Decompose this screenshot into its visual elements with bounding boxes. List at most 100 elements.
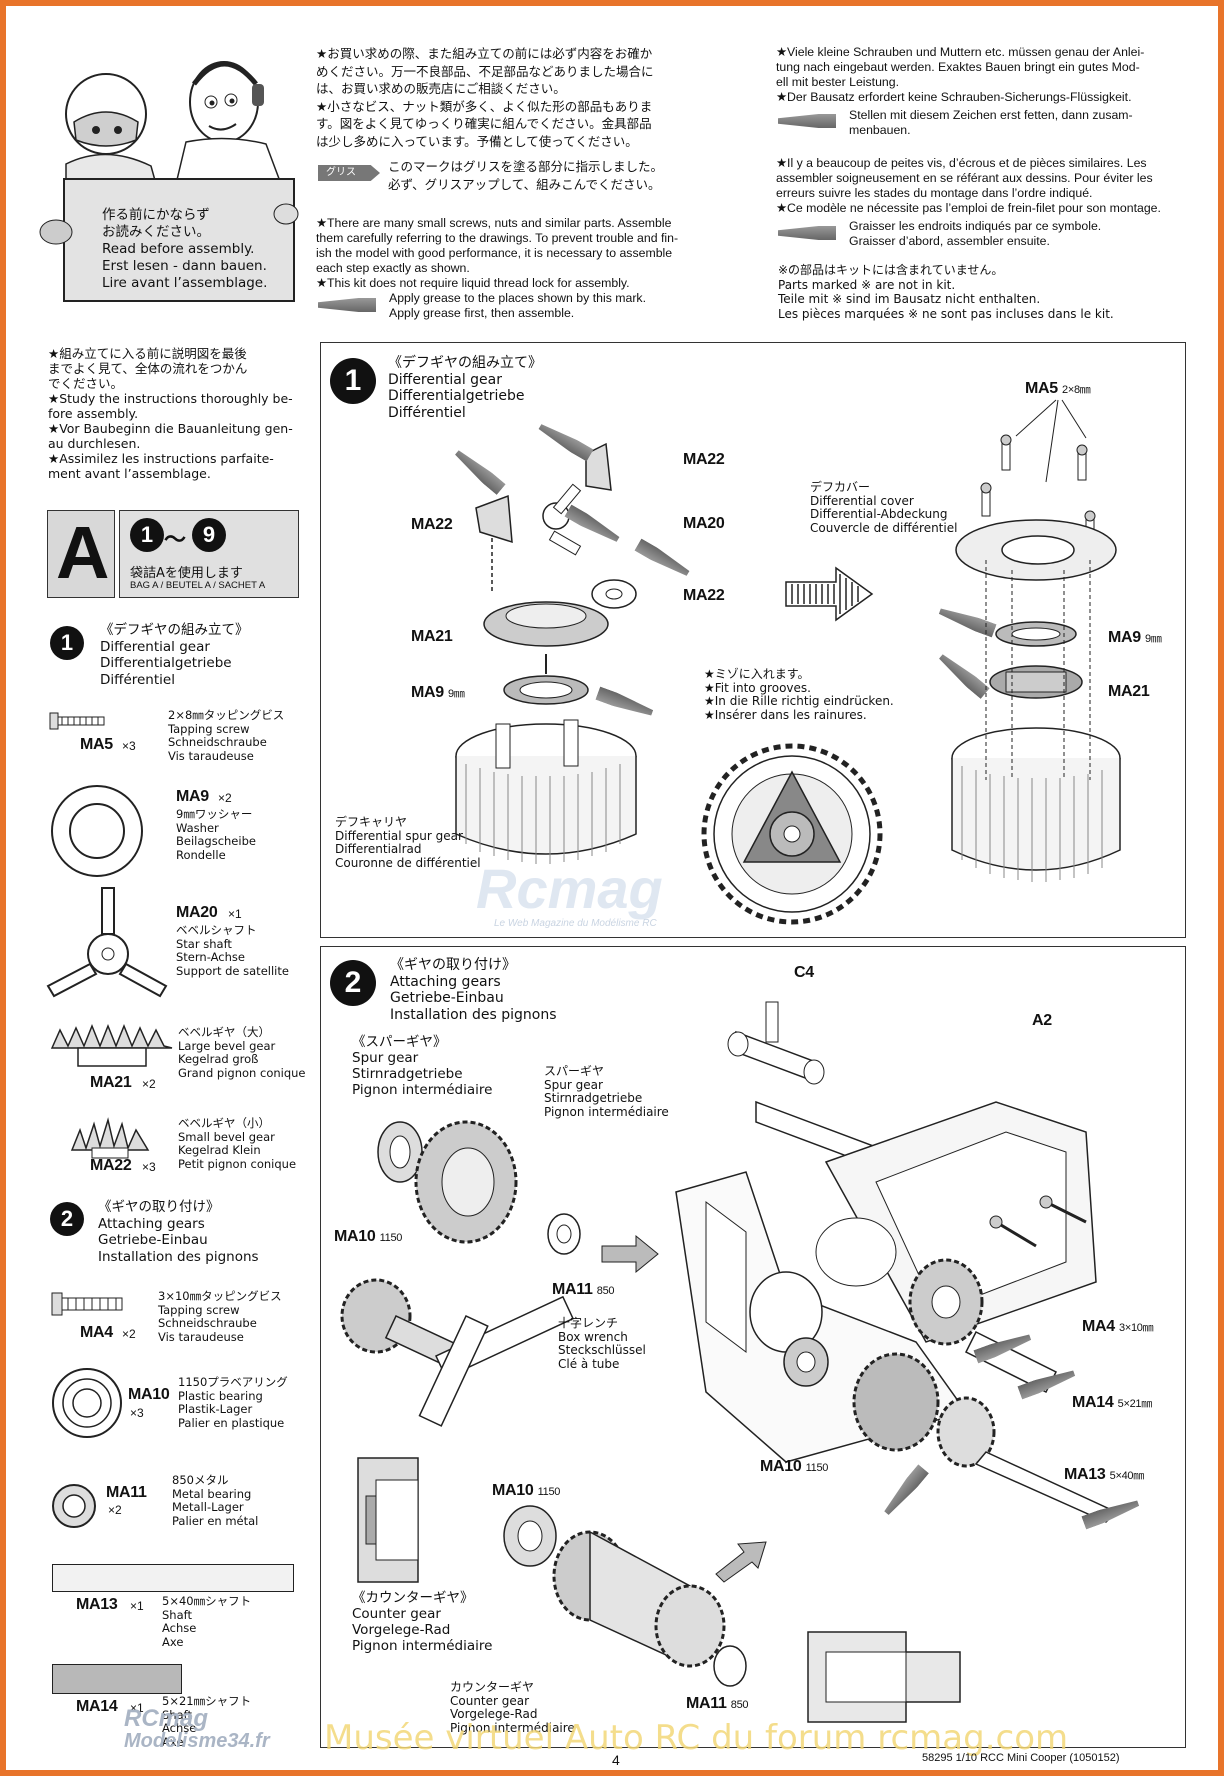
rcmag-logo: RCmag bbox=[124, 1705, 209, 1732]
part-label-ma9: MA9 9㎜ bbox=[411, 684, 465, 702]
part-qty: ×2 bbox=[122, 1327, 136, 1341]
part-qty: ×3 bbox=[142, 1160, 156, 1174]
part-code: MA21 bbox=[90, 1074, 132, 1091]
label-code: MA10 bbox=[760, 1458, 802, 1475]
part-label-ma10: MA10 1150 bbox=[492, 1482, 560, 1500]
label-size: 3×10㎜ bbox=[1119, 1322, 1154, 1334]
part-label-ma22: MA22 bbox=[411, 516, 453, 533]
part-code: MA22 bbox=[90, 1157, 132, 1174]
part-qty: ×3 bbox=[130, 1406, 144, 1420]
part-qty: ×2 bbox=[142, 1077, 156, 1091]
part-qty: ×3 bbox=[122, 739, 136, 753]
part-qty: ×1 bbox=[130, 1701, 144, 1715]
label-code: MA14 bbox=[1072, 1394, 1114, 1411]
part-label-ma21: MA21 bbox=[1108, 683, 1150, 700]
differential-cover-label: デフカバー Differential cover Differential-Ab… bbox=[810, 480, 958, 535]
part-label-ma10: MA10 1150 bbox=[760, 1458, 828, 1476]
german-grease-note: Stellen mit diesem Zeichen erst fetten, … bbox=[849, 108, 1133, 137]
part-desc: 3×10㎜タッピングビス Tapping screw Schneidschrau… bbox=[158, 1289, 282, 1344]
sidebar-step2-number: 2 bbox=[50, 1202, 84, 1236]
grease-icon bbox=[778, 114, 836, 128]
part-qty: ×1 bbox=[228, 907, 242, 921]
part-qty: ×2 bbox=[108, 1503, 122, 1517]
parts-not-in-kit-note: ※の部品はキットには含まれていません。 Parts marked ※ are n… bbox=[778, 263, 1114, 321]
part-desc: 850メタル Metal bearing Metall-Lager Palier… bbox=[172, 1473, 259, 1528]
part-qty: ×2 bbox=[218, 791, 232, 805]
label-size: 1150 bbox=[537, 1486, 561, 1498]
counter-gear-housing-drawing bbox=[357, 1457, 419, 1583]
part-desc: ベベルギヤ（小） Small bevel gear Kegelrad Klein… bbox=[178, 1116, 297, 1171]
grease-icon bbox=[778, 226, 836, 240]
part-label-ma11: MA11 850 bbox=[552, 1281, 615, 1299]
bag-label-en: BAG A / BEUTEL A / SACHET A bbox=[130, 580, 266, 591]
bag-step-to: 9 bbox=[192, 518, 226, 552]
part-label-c4: C4 bbox=[794, 964, 814, 981]
part-qty: ×1 bbox=[130, 1599, 144, 1613]
label-code: MA10 bbox=[492, 1482, 534, 1499]
part-label-ma9: MA9 9㎜ bbox=[1108, 629, 1162, 647]
step2-panel bbox=[320, 946, 1186, 1748]
french-grease-note: Graisser les endroits indiqués par ce sy… bbox=[849, 219, 1102, 248]
spur-gear-heading: 《スパーギヤ》 Spur gear Stirnradgetriebe Pigno… bbox=[352, 1034, 493, 1098]
part-code: MA11 bbox=[106, 1484, 147, 1501]
metal-bearing-icon bbox=[52, 1484, 96, 1528]
part-label-ma20: MA20 bbox=[683, 515, 725, 532]
arrow-up-right-icon bbox=[715, 1541, 767, 1583]
label-code: MA5 bbox=[1025, 380, 1058, 397]
label-code: MA11 bbox=[552, 1281, 593, 1298]
rcmag-watermark-subtitle: Le Web Magazine du Modélisme RC bbox=[494, 918, 657, 929]
step1-title: 《デフギヤの組み立て》 Differential gear Differenti… bbox=[388, 355, 542, 421]
part-label-ma5: MA5 2×8㎜ bbox=[1025, 380, 1091, 398]
spur-gear-top-view bbox=[701, 743, 883, 925]
bag-step-tilde: ～ bbox=[164, 528, 187, 553]
sidebar-step2-title: 《ギヤの取り付け》 Attaching gears Getriebe-Einba… bbox=[98, 1199, 259, 1265]
arrow-right-icon bbox=[601, 1234, 659, 1274]
step1-number: 1 bbox=[330, 358, 376, 404]
shaft-21mm-icon bbox=[52, 1664, 182, 1694]
label-size: 1150 bbox=[805, 1462, 829, 1474]
differential-exploded-drawing bbox=[455, 442, 637, 864]
label-code: MA10 bbox=[334, 1228, 376, 1245]
counter-gear-drawing bbox=[503, 1505, 747, 1687]
grease-icon bbox=[318, 298, 376, 312]
part-code: MA20 bbox=[176, 904, 218, 921]
museum-watermark: Musée virtuel Auto RC du forum rcmag.com bbox=[324, 1718, 1069, 1758]
label-code: MA9 bbox=[411, 684, 444, 701]
part-desc: 1150プラベアリング Plastic bearing Plastik-Lage… bbox=[178, 1375, 288, 1430]
label-size: 850 bbox=[596, 1285, 615, 1297]
bag-a-box bbox=[47, 510, 115, 598]
part-label-ma11: MA11 850 bbox=[686, 1695, 749, 1713]
tapping-screw-icon bbox=[49, 712, 105, 730]
sidebar-step1-title: 《デフギヤの組み立て》 Differential gear Differenti… bbox=[100, 622, 249, 688]
part-desc: 5×21㎜シャフト Shaft Achse Axe bbox=[162, 1694, 252, 1749]
english-grease-note: Apply grease to the places shown by this… bbox=[389, 291, 646, 320]
label-code: MA13 bbox=[1064, 1466, 1106, 1483]
part-label-ma13: MA13 5×40㎜ bbox=[1064, 1466, 1144, 1484]
gearbox-chassis-drawing bbox=[675, 1001, 1118, 1523]
sidebar-step1-number: 1 bbox=[50, 626, 84, 660]
part-desc: 9㎜ワッシャー Washer Beilagscheibe Rondelle bbox=[176, 807, 256, 862]
part-label-ma10: MA10 1150 bbox=[334, 1228, 402, 1246]
small-bevel-gear-icon bbox=[70, 1117, 150, 1159]
french-notes: ★Il y a beaucoup de peites vis, d’écrous… bbox=[776, 156, 1161, 215]
step2-title: 《ギヤの取り付け》 Attaching gears Getriebe-Einba… bbox=[390, 957, 557, 1023]
tapping-screw-icon bbox=[51, 1292, 123, 1316]
part-label-ma22: MA22 bbox=[683, 451, 725, 468]
part-label-ma14: MA14 5×21㎜ bbox=[1072, 1394, 1152, 1412]
grooves-note: ★ミゾに入れます。 ★Fit into grooves. ★In die Ril… bbox=[704, 667, 894, 722]
part-label-a2: A2 bbox=[1032, 1012, 1052, 1029]
washer-icon bbox=[51, 785, 143, 877]
part-code: MA14 bbox=[76, 1698, 118, 1715]
counter-gear-heading: 《カウンターギヤ》 Counter gear Vorgelege-Rad Pig… bbox=[352, 1590, 493, 1654]
part-code: MA4 bbox=[80, 1324, 113, 1341]
label-size: 850 bbox=[730, 1699, 749, 1711]
part-desc: ベベルギヤ（大） Large bevel gear Kegelrad groß … bbox=[178, 1025, 306, 1080]
label-size: 9㎜ bbox=[448, 688, 465, 700]
read-before-assembly-sign: 作る前にかならず お読みください。 Read before assembly. … bbox=[102, 207, 268, 291]
step1-panel bbox=[320, 342, 1186, 938]
label-size: 5×21㎜ bbox=[1117, 1398, 1153, 1410]
step2-number: 2 bbox=[330, 960, 376, 1006]
part-desc: ベベルシャフト Star shaft Stern-Achse Support d… bbox=[176, 923, 289, 978]
part-label-ma21: MA21 bbox=[411, 628, 453, 645]
differential-spur-gear-label: デフキャリヤ Differential spur gear Differenti… bbox=[335, 815, 481, 870]
